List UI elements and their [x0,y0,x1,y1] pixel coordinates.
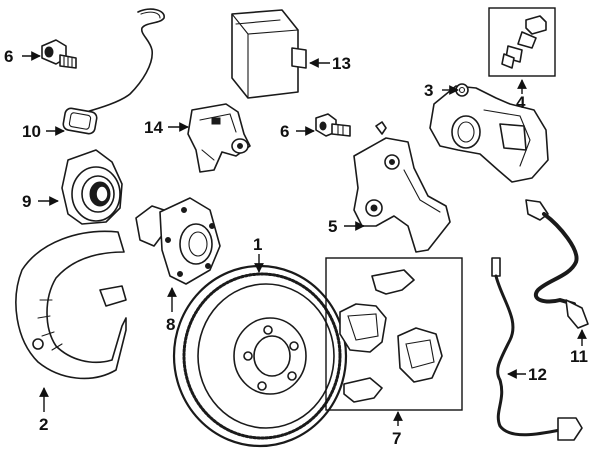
bolt-center-part [315,113,351,137]
brake-pads-part [325,257,463,411]
caliper-support-part [353,121,451,253]
brake-hose-part [525,199,589,329]
callout-2: 2 [39,415,48,434]
abs-sensor-part [491,257,583,441]
control-module-part [231,9,307,99]
parking-brake-actuator-part [187,103,251,173]
callout-4: 4 [516,93,526,112]
wear-sensor-part [62,8,165,135]
callout-3: 3 [424,81,433,100]
callout-9: 9 [22,192,31,211]
wheel-bearing-part [61,149,123,225]
callout-14: 14 [144,118,163,137]
callout-13: 13 [332,54,351,73]
splash-shield-part [15,230,127,380]
caliper-hardware-kit-part [488,7,556,77]
callout-6b: 6 [280,122,289,141]
callout-1: 1 [253,235,262,254]
callout-10: 10 [22,122,41,141]
callout-5: 5 [328,217,337,236]
callout-7: 7 [392,429,401,448]
callout-8: 8 [166,315,175,334]
bolt-top-left-part [41,39,77,69]
brake-rotor-part [172,264,348,448]
wheel-hub-part [135,197,221,285]
callout-6a: 6 [4,47,13,66]
callout-11: 11 [570,347,588,366]
callout-12: 12 [528,365,547,384]
caliper-part [429,83,549,183]
